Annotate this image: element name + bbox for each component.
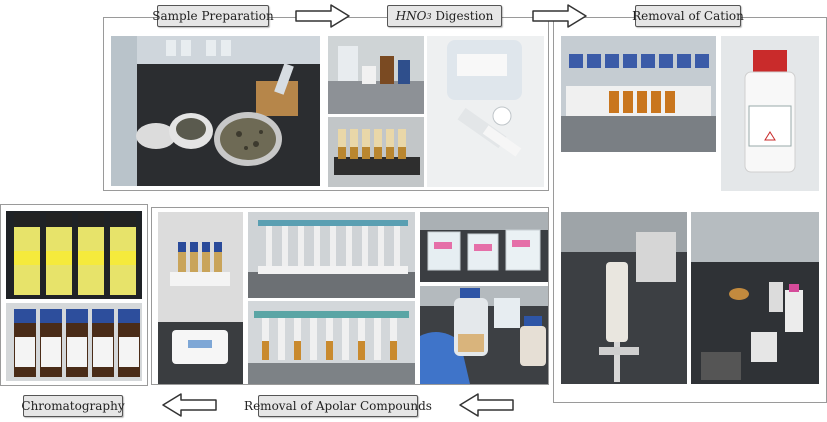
digestion-photo-1 (328, 36, 424, 114)
apolar-photo-4 (420, 212, 548, 282)
cation-photo-3 (561, 212, 687, 384)
chromatography-photo-2 (6, 303, 142, 381)
step-label-chromatography: Chromatography (21, 395, 125, 417)
digestion-photo-3 (427, 36, 544, 187)
step-label-removal-of-apolar-compounds: Removal of Apolar Compounds (244, 395, 432, 417)
hno3-formula: HNO (395, 9, 427, 23)
apolar-photo-3 (248, 301, 415, 384)
arrow-right-icon (295, 4, 350, 28)
cation-photo-2 (721, 36, 819, 191)
apolar-photo-2 (248, 212, 415, 298)
arrow-left-icon (162, 393, 217, 417)
hno3-subscript: 3 (426, 11, 432, 21)
step-label-removal-of-cation: Removal of Cation (632, 5, 744, 27)
digestion-photo-2 (328, 117, 424, 187)
digestion-word: Digestion (431, 9, 494, 23)
apolar-photo-5 (420, 286, 548, 384)
cation-photo-1 (561, 36, 716, 152)
arrow-left-icon (459, 393, 514, 417)
step-label-sample-preparation: Sample Preparation (152, 5, 274, 27)
arrow-right-icon (532, 4, 587, 28)
apolar-photo-1 (158, 212, 243, 384)
cation-photo-4 (691, 212, 819, 384)
sample-prep-photo (111, 36, 320, 186)
chromatography-photo-1 (6, 211, 142, 299)
